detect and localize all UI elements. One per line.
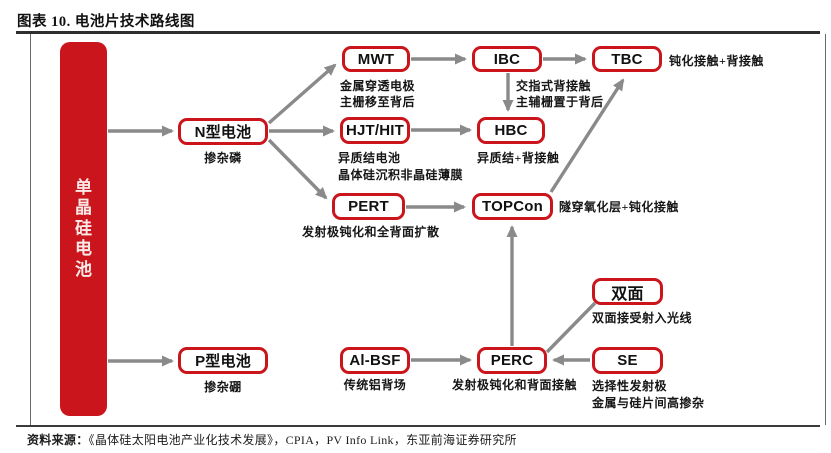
- edge-topcon-tbc: [549, 78, 625, 193]
- note-tbc: 钝化接触+背接触: [669, 54, 764, 68]
- figure-border-right: [825, 34, 826, 425]
- node-se: SE: [592, 347, 663, 374]
- node-n-type: N型电池: [178, 118, 268, 145]
- node-bifacial: 双面: [592, 278, 663, 305]
- node-perc: PERC: [477, 347, 547, 374]
- source-line: 资料来源：《晶体硅太阳电池产业化技术发展》，CPIA，PV Info Link，…: [27, 431, 517, 448]
- source-label: 资料来源：: [27, 433, 89, 447]
- note-al-bsf: 传统铝背场: [343, 378, 407, 392]
- note-hbc: 异质结+背接触: [477, 151, 560, 165]
- node-mono-si-label: 单晶硅电池: [75, 177, 92, 279]
- note-hjt-1: 异质结电池: [338, 151, 401, 165]
- node-mono-si: 单晶硅电池: [60, 42, 107, 416]
- note-se-1: 选择性发射极: [592, 379, 668, 393]
- note-perc: 发射极钝化和背面接触: [452, 378, 578, 392]
- node-ibc: IBC: [472, 46, 542, 72]
- figure-border-left: [30, 34, 31, 425]
- node-pert: PERT: [332, 193, 405, 220]
- note-pert: 发射极钝化和全背面扩散: [302, 225, 440, 239]
- note-topcon: 隧穿氧化层+钝化接触: [559, 200, 679, 214]
- node-mwt: MWT: [342, 46, 410, 72]
- note-ibc-1: 交指式背接触: [516, 79, 592, 93]
- edge-perc-bifacial: [545, 301, 597, 354]
- note-se-2: 金属与硅片间高掺杂: [592, 396, 705, 410]
- note-bifacial: 双面接受射入光线: [592, 311, 693, 325]
- edge-ntype-mwt: [267, 63, 337, 125]
- edge-ntype-pert: [267, 138, 328, 200]
- node-hjt-hit: HJT/HIT: [340, 117, 410, 144]
- note-ibc-2: 主辅栅置于背后: [516, 95, 604, 109]
- footer-separator: [16, 425, 820, 427]
- note-p-type: 掺杂硼: [204, 380, 242, 394]
- node-al-bsf: Al-BSF: [340, 347, 410, 374]
- node-tbc: TBC: [592, 46, 662, 72]
- node-p-type: P型电池: [178, 347, 268, 374]
- figure-title: 图表 10. 电池片技术路线图: [17, 14, 195, 30]
- title-underline: [16, 31, 820, 34]
- node-hbc: HBC: [477, 117, 545, 144]
- note-hjt-2: 晶体硅沉积非晶硅薄膜: [338, 168, 464, 182]
- note-mwt-2: 主栅移至背后: [340, 95, 416, 109]
- source-text: 《晶体硅太阳电池产业化技术发展》，CPIA，PV Info Link，东亚前海证…: [88, 433, 517, 447]
- note-n-type: 掺杂磷: [204, 151, 242, 165]
- node-topcon: TOPCon: [472, 193, 553, 220]
- note-mwt-1: 金属穿透电极: [340, 79, 416, 93]
